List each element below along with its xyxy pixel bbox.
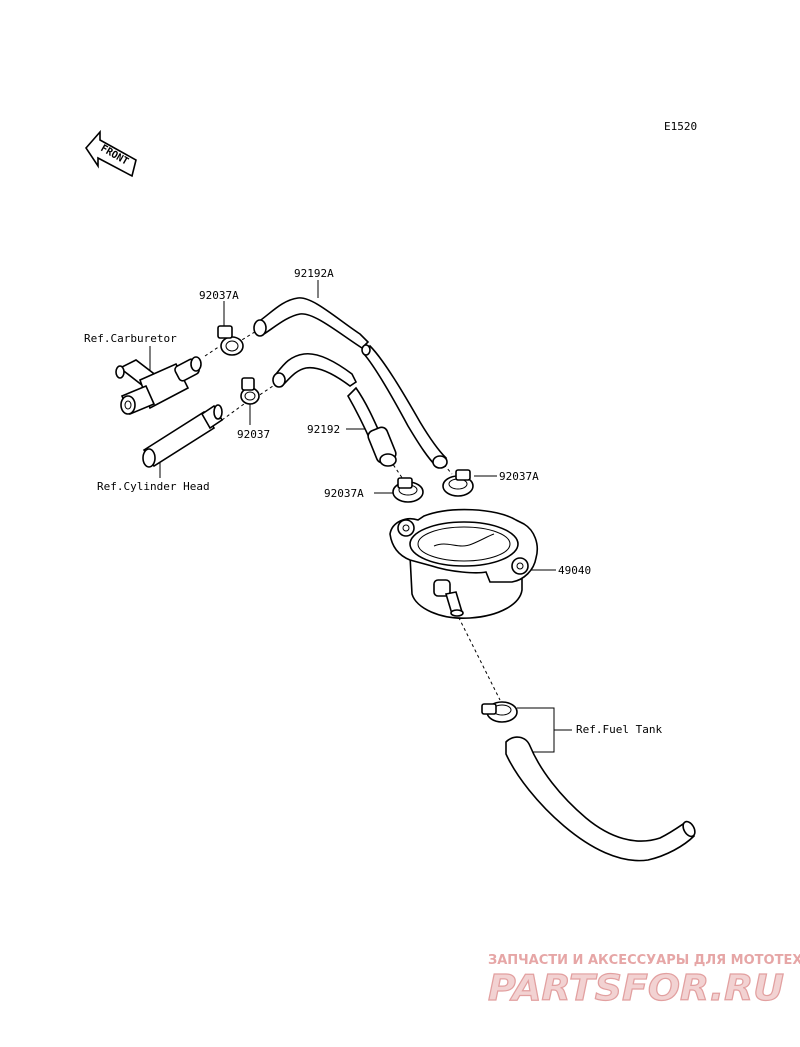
label-92037a-upper: 92037A [199, 289, 239, 302]
hose-92192a [253, 297, 448, 469]
hose-92192 [272, 352, 397, 467]
clamp-92037a-right [442, 469, 474, 497]
label-92037: 92037 [237, 428, 270, 441]
front-arrow-icon: FRONT [84, 129, 137, 178]
clamp-fuel-tank [481, 701, 518, 723]
label-ref-carburetor: Ref.Carburetor [84, 332, 177, 345]
label-92192: 92192 [307, 423, 340, 436]
cylinder-head-fitting [142, 404, 224, 468]
diagram-code: E1520 [664, 120, 697, 133]
label-ref-cylinder-head: Ref.Cylinder Head [97, 480, 210, 493]
label-92037a-left: 92037A [324, 487, 364, 500]
label-ref-fuel-tank: Ref.Fuel Tank [576, 723, 662, 736]
watermark-brand: PARTSFOR.RU [488, 968, 784, 1009]
watermark-tagline: ЗАПЧАСТИ И АКСЕССУАРЫ ДЛЯ МОТОТЕХНИКИ [488, 953, 800, 968]
carburetor-fitting [115, 356, 202, 416]
fuel-pump-49040 [389, 508, 539, 619]
label-49040: 49040 [558, 564, 591, 577]
fuel-tank-hose [505, 736, 696, 862]
clamp-92037a-upper [217, 325, 244, 356]
label-92037a-right: 92037A [499, 470, 539, 483]
clamp-92037 [240, 377, 260, 405]
label-92192a: 92192A [294, 267, 334, 280]
clamp-92037a-left [392, 477, 424, 503]
